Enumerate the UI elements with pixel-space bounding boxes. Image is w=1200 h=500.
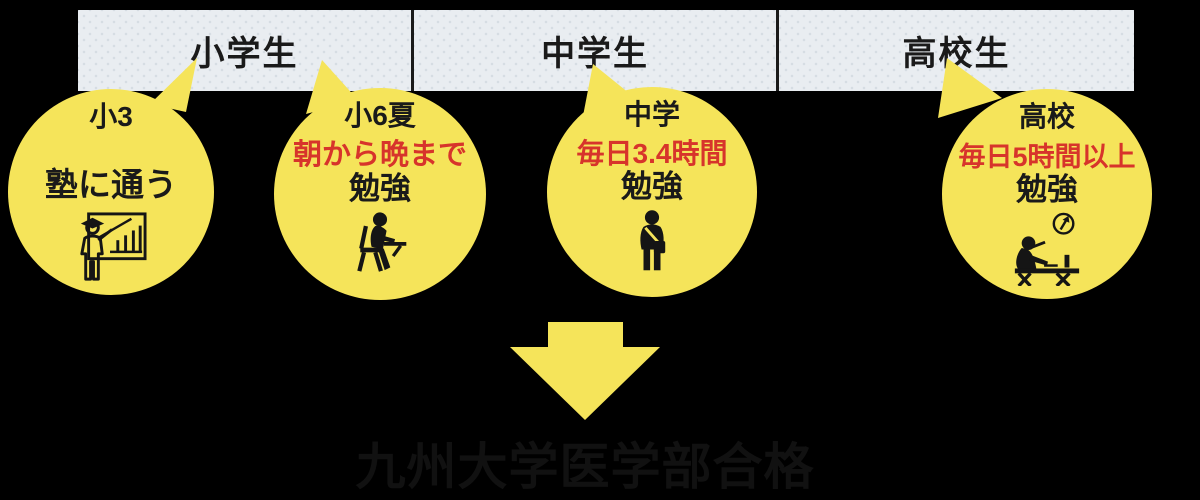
bubble-junior-high: 中学 毎日3.4時間 勉強 bbox=[547, 87, 757, 297]
timeline-header: 小学生 中学生 高校生 bbox=[78, 10, 1134, 91]
bubble-stage: 小6夏 bbox=[344, 100, 416, 131]
chair-desk-study-icon bbox=[351, 211, 409, 273]
bubble-elementary-3rd: 小3 塾に通う bbox=[8, 89, 214, 295]
header-section-high-school: 高校生 bbox=[776, 10, 1134, 91]
bubble-high-school: 高校 毎日5時間以上 勉強 bbox=[942, 89, 1152, 299]
header-label-junior-high: 中学生 bbox=[541, 35, 650, 73]
bubble-stage: 高校 bbox=[1018, 101, 1075, 132]
header-label-high-school: 高校生 bbox=[902, 35, 1011, 73]
bubble-detail: 勉強 bbox=[1016, 172, 1078, 208]
bubble-detail: 塾に通う bbox=[45, 166, 177, 204]
result-text: 九州大学医学部合格 bbox=[355, 439, 815, 495]
bubble-highlight: 毎日3.4時間 bbox=[576, 138, 728, 170]
bubble-stage: 小3 bbox=[89, 101, 133, 132]
bubble-detail: 勉強 bbox=[349, 171, 411, 207]
bubble-stage: 中学 bbox=[623, 99, 680, 130]
bubble-highlight: 毎日5時間以上 bbox=[958, 142, 1136, 173]
down-arrow bbox=[510, 322, 660, 420]
bubble-highlight: 朝から晩まで bbox=[292, 139, 467, 172]
bubble-detail: 勉強 bbox=[621, 169, 683, 205]
late-night-desk-study-icon bbox=[1005, 212, 1089, 286]
bubble-elementary-6th-summer: 小6夏 朝から晩まで 勉強 bbox=[274, 88, 486, 300]
student-with-bag-icon bbox=[635, 209, 669, 273]
header-label-elementary: 小学生 bbox=[190, 35, 299, 73]
teacher-blackboard-icon bbox=[73, 211, 149, 283]
header-section-elementary: 小学生 bbox=[78, 10, 411, 91]
header-section-junior-high: 中学生 bbox=[411, 10, 776, 91]
